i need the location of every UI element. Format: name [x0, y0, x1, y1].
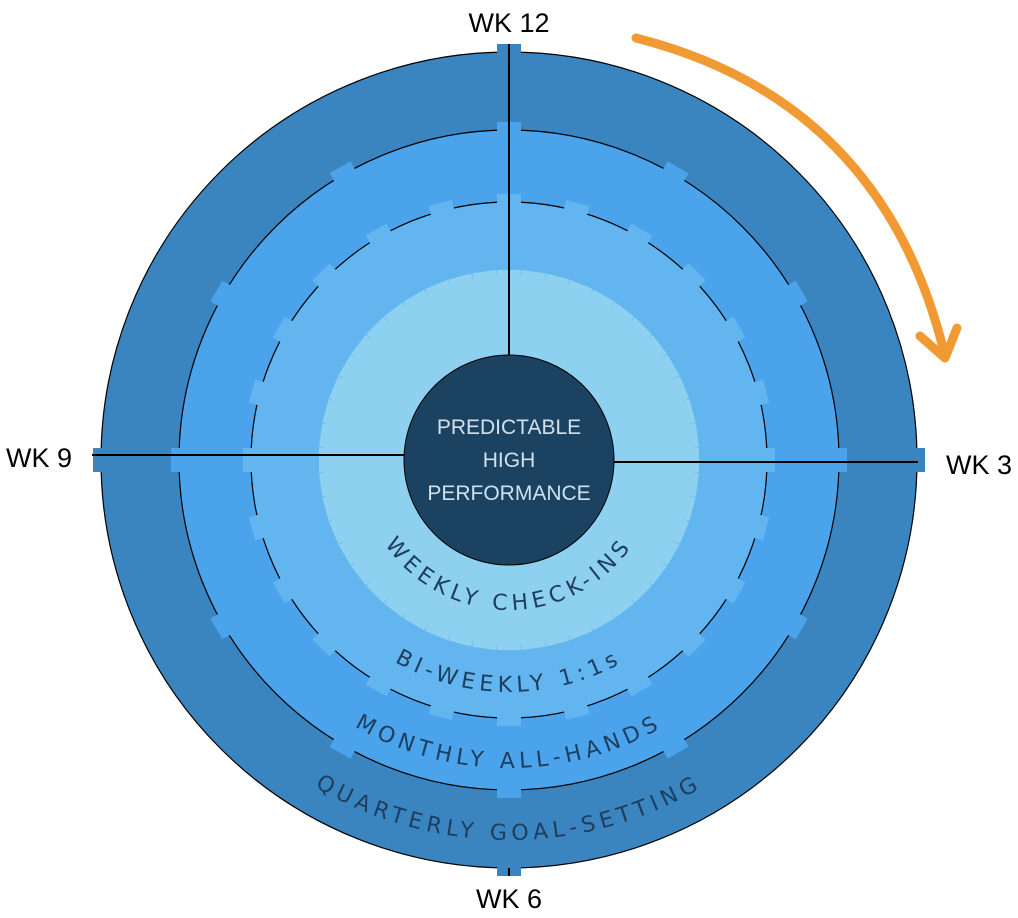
- ring-tab: [759, 448, 775, 472]
- ring-tab: [623, 317, 652, 346]
- ring-tab: [673, 399, 696, 427]
- ring-tab: [366, 317, 395, 346]
- ring-tab: [639, 556, 668, 586]
- ring-tab: [605, 590, 635, 619]
- ring-tab: [781, 610, 808, 640]
- ring-tab: [425, 616, 454, 641]
- ring-tab: [747, 513, 770, 541]
- ring-tab: [564, 279, 593, 304]
- ring-tab: [428, 199, 456, 222]
- ring-tab: [653, 354, 680, 384]
- ring-tab: [365, 670, 395, 697]
- ring-tab: [719, 574, 746, 604]
- ring-tab: [322, 493, 345, 521]
- ring-tab: [248, 379, 271, 407]
- ring-tab: [542, 273, 570, 296]
- ring-tab: [623, 223, 653, 250]
- ring-tab: [338, 536, 365, 566]
- ring-tab: [679, 423, 699, 450]
- ring-tab: [428, 698, 456, 721]
- ring-tab: [403, 604, 433, 631]
- ring-tab: [312, 628, 341, 657]
- ring-tab: [564, 616, 593, 641]
- ring-tab: [562, 698, 590, 721]
- ring-tab: [383, 590, 413, 619]
- ring-tab: [383, 301, 413, 330]
- week-label-right: WK 3: [946, 450, 1012, 480]
- center-label-line-2: HIGH: [483, 449, 536, 472]
- ring-tab: [542, 624, 570, 647]
- tabs-weekly: [319, 270, 699, 650]
- ring-tab: [673, 493, 696, 521]
- ring-tab: [519, 630, 546, 650]
- ring-tab: [677, 263, 706, 292]
- ring-tab: [329, 732, 359, 759]
- ring-tab: [665, 376, 690, 405]
- ring-tab: [248, 513, 271, 541]
- ring-tab: [319, 470, 339, 497]
- ring-tab: [448, 624, 476, 647]
- ring-tab: [519, 270, 546, 290]
- ring-tab: [425, 279, 454, 304]
- ring-tab: [677, 628, 706, 657]
- ring-tab: [328, 376, 353, 405]
- week-label-left: WK 9: [6, 443, 72, 473]
- ring-tab: [747, 379, 770, 407]
- ring-tab: [659, 161, 689, 188]
- ring-tab: [909, 448, 925, 472]
- ring-tab: [319, 448, 335, 472]
- arrow-head-icon: [915, 323, 962, 363]
- ring-tab: [312, 263, 341, 292]
- week-label-top: WK 12: [468, 8, 549, 38]
- ring-tab: [448, 273, 476, 296]
- ring-tab: [719, 316, 746, 346]
- ring-tab: [497, 710, 521, 726]
- ring-tab: [639, 334, 668, 364]
- ring-tab: [322, 399, 345, 427]
- ring-tab: [329, 161, 359, 188]
- ring-tab: [350, 334, 379, 364]
- ring-tab: [328, 515, 353, 544]
- ring-tab: [831, 448, 847, 472]
- center-label-line-1: PREDICTABLE: [437, 416, 581, 439]
- ring-tab: [366, 574, 395, 603]
- ring-tab: [659, 732, 689, 759]
- ring-tab: [781, 280, 808, 310]
- ring-tab: [653, 536, 680, 566]
- ring-tab: [585, 289, 615, 316]
- ring-tab: [210, 610, 237, 640]
- ring-tab: [605, 301, 635, 330]
- ring-tab: [472, 630, 499, 650]
- ring-tab: [171, 448, 187, 472]
- ring-tab: [585, 604, 615, 631]
- ring-tab: [665, 515, 690, 544]
- ring-tab: [338, 354, 365, 384]
- ring-tab: [365, 223, 395, 250]
- ring-tab: [403, 289, 433, 316]
- ring-tab: [623, 670, 653, 697]
- ring-tab: [623, 574, 652, 603]
- ring-tab: [272, 574, 299, 604]
- clockwise-arrow: [631, 33, 948, 353]
- ring-tab: [243, 448, 259, 472]
- ring-tab: [562, 199, 590, 222]
- ring-tab: [683, 448, 699, 472]
- ring-tab: [350, 556, 379, 586]
- ring-tab: [319, 423, 339, 450]
- ring-tab: [93, 448, 109, 472]
- ring-tab: [472, 270, 499, 290]
- ring-tab: [497, 634, 521, 650]
- ring-tab: [272, 316, 299, 346]
- ring-tab: [679, 470, 699, 497]
- center-label-line-3: PERFORMANCE: [427, 482, 590, 505]
- ring-tab: [497, 782, 521, 798]
- week-label-bottom: WK 6: [476, 884, 542, 914]
- ring-tab: [210, 280, 237, 310]
